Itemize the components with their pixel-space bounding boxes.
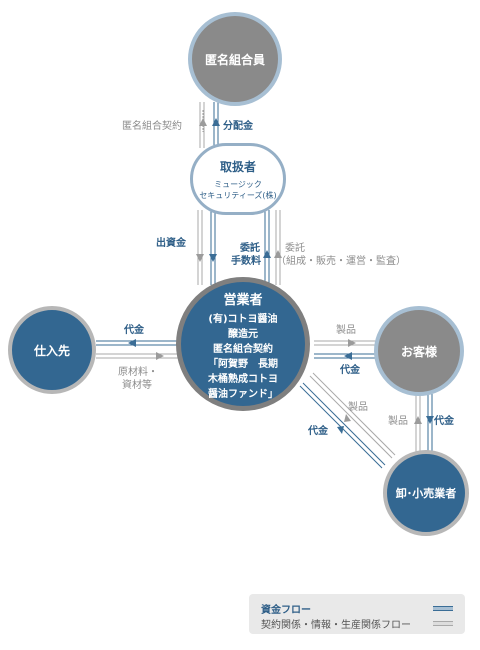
handler-operator-connector [196, 210, 282, 285]
contract-label: 匿名組合契約 [122, 121, 182, 132]
operator-retailer-connector [299, 372, 396, 469]
legend-fund-flow-swatch [433, 606, 453, 611]
operator-line-1: (有)コトヨ醤油 [208, 313, 278, 325]
customer-product-label: 製品 [336, 325, 356, 336]
handler-node: 取扱者 ミュージック セキュリティーズ(株) [190, 143, 286, 215]
retailer-label: 卸･小売業者 [395, 487, 457, 500]
legend-contract-flow-swatch [433, 621, 453, 626]
handler-line2: セキュリティーズ(株) [199, 190, 277, 200]
operator-line-2: 醸造元 [228, 328, 258, 340]
retailer-product-label: 製品 [348, 402, 368, 413]
retail-customer-payment-label: 代金 [434, 416, 454, 427]
legend-contract-flow-label: 契約関係・情報・生産関係フロー [261, 620, 411, 631]
consign-label-2: （組成・販売・運営・監査） [276, 256, 406, 267]
handler-title: 取扱者 [219, 159, 256, 174]
investment-label: 出資金 [156, 238, 186, 249]
supplier-payment-label: 代金 [124, 325, 144, 336]
customer-payment-label: 代金 [340, 365, 360, 376]
fee-label-2: 手数料 [231, 256, 261, 267]
legend: 資金フロー 契約関係・情報・生産関係フロー [249, 594, 465, 634]
investor-handler-connector [199, 102, 220, 148]
customer-node: お客様 [374, 306, 464, 396]
operator-line-3: 匿名組合契約 [213, 343, 273, 355]
retail-customer-product-label: 製品 [388, 416, 408, 427]
consign-label-1: 委託 [285, 243, 305, 254]
supplier-label: 仕入先 [33, 343, 70, 358]
operator-customer-connector [314, 339, 378, 360]
investors-label: 匿名組合員 [204, 52, 265, 67]
fee-label-1: 委託 [240, 243, 260, 254]
materials-label-2: 資材等 [122, 380, 152, 391]
materials-label-1: 原材料・ [118, 367, 158, 378]
operator-line-6: 醤油ファンド」 [208, 388, 278, 400]
retailer-payment-label: 代金 [308, 426, 328, 437]
supplier-node: 仕入先 [8, 306, 96, 394]
distribution-label: 分配金 [223, 121, 253, 132]
retailer-node: 卸･小売業者 [383, 450, 469, 536]
operator-node: 営業者 (有)コトヨ醤油 醸造元 匿名組合契約 「阿賀野 長期 木桶熟成コトヨ … [176, 277, 310, 411]
operator-line-4: 「阿賀野 長期 [208, 358, 278, 370]
legend-fund-flow-label: 資金フロー [261, 605, 311, 616]
operator-title: 営業者 [223, 292, 263, 308]
operator-line-5: 木桶熟成コトヨ [208, 373, 278, 385]
customer-label: お客様 [400, 344, 437, 359]
investors-node: 匿名組合員 [188, 12, 282, 106]
handler-line1: ミュージック [214, 179, 262, 189]
supplier-operator-connector [96, 339, 178, 360]
customer-retailer-connector [414, 386, 434, 452]
